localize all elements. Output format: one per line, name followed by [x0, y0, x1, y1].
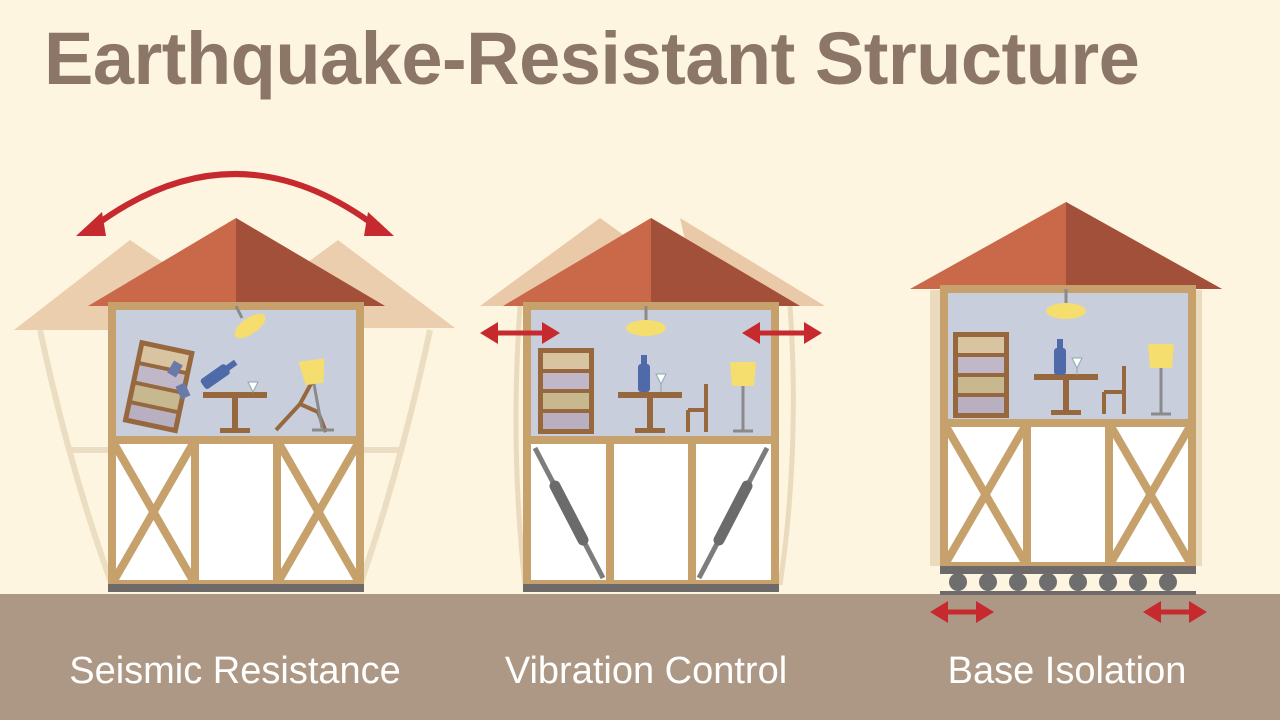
seismic-resistance-house: [14, 171, 455, 592]
table-icon: [618, 392, 682, 433]
bookcase-icon: [538, 348, 594, 434]
floor-lamp-icon: [1148, 344, 1174, 416]
double-arrow-icon: [930, 601, 994, 623]
base-isolation-house: [910, 202, 1222, 623]
double-arrow-icon: [742, 322, 822, 344]
caption-base-isolation: Base Isolation: [947, 650, 1187, 692]
damper-icon: [532, 446, 606, 580]
ground: [0, 594, 1280, 720]
chair-icon: [686, 384, 708, 432]
table-icon: [1034, 374, 1098, 415]
damper-icon: [696, 446, 770, 580]
lamp-icon: [234, 305, 266, 339]
page-title: Earthquake-Resistant Structure: [44, 17, 1140, 100]
table-icon: [203, 392, 267, 433]
double-arrow-icon: [1143, 601, 1207, 623]
bottle-icon: [1054, 339, 1066, 375]
floor-lamp-icon: [298, 358, 334, 432]
double-arrow-icon: [480, 322, 560, 344]
lamp-icon: [1046, 289, 1086, 319]
chair-icon: [1102, 366, 1126, 414]
bottle-icon: [200, 359, 238, 389]
vibration-control-house: [480, 218, 825, 592]
bookcase-icon: [953, 332, 1009, 418]
isolator-roller-icon: [949, 573, 1177, 591]
bottle-icon: [638, 355, 650, 392]
lamp-icon: [626, 306, 666, 336]
floor-lamp-icon: [730, 362, 756, 433]
caption-seismic-resistance: Seismic Resistance: [69, 650, 401, 692]
curved-double-arrow-icon: [76, 171, 394, 236]
caption-vibration-control: Vibration Control: [504, 650, 788, 692]
